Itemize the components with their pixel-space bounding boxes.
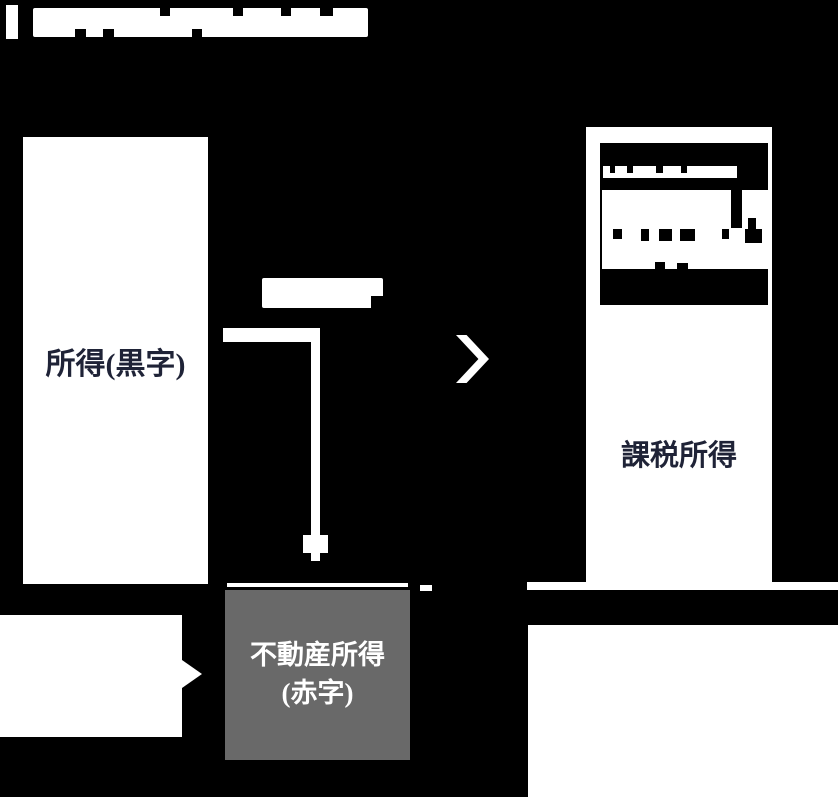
text-gap-notch	[731, 190, 742, 228]
text-gap-notch	[613, 229, 622, 239]
loss-box-label-line2: (赤字)	[281, 678, 354, 708]
text-gap-notch	[627, 166, 633, 173]
offset-arrow-vertical	[311, 328, 320, 546]
text-gap-notch	[655, 262, 665, 269]
loss-box-top-line	[227, 583, 408, 587]
title-accent-bar	[6, 5, 18, 39]
text-gap-notch	[160, 8, 170, 16]
result-box: 課税所得	[586, 127, 772, 582]
text-gap-notch	[659, 229, 672, 241]
result-box-label: 課税所得	[620, 440, 737, 472]
deduction-box	[600, 143, 768, 305]
offset-arrow-head	[303, 535, 328, 553]
line-fragment	[420, 585, 432, 591]
bottom-right-panel	[528, 625, 838, 797]
result-box-underline	[527, 582, 838, 590]
text-gap-notch	[75, 29, 86, 37]
text-gap-notch	[745, 229, 762, 243]
text-gap-notch	[680, 229, 695, 241]
text-gap-notch	[722, 229, 729, 239]
text-gap-notch	[656, 166, 663, 173]
text-gap-notch	[192, 29, 202, 37]
offset-label-text-blob	[262, 278, 383, 308]
income-box-label: 所得(黒字)	[45, 347, 186, 381]
text-gap-notch	[681, 166, 687, 173]
deduction-text-blob-large	[602, 190, 768, 269]
chevron-right-icon	[456, 335, 489, 383]
deduction-text-blob-small	[603, 166, 737, 178]
callout-pointer-icon	[182, 660, 202, 688]
income-box: 所得(黒字)	[23, 137, 208, 584]
text-gap-notch	[641, 229, 649, 241]
text-gap-notch	[610, 166, 615, 173]
text-gap-notch	[281, 8, 291, 16]
text-gap-notch	[371, 296, 383, 308]
loss-box-label-line1: 不動産所得	[250, 640, 385, 671]
offset-arrow-head-tip	[311, 553, 320, 561]
callout-bubble	[0, 615, 182, 737]
loss-box: 不動産所得 (赤字)	[225, 590, 410, 760]
text-gap-notch	[233, 8, 243, 16]
text-gap-notch	[677, 263, 688, 269]
offset-arrow-horizontal	[223, 328, 320, 342]
text-gap-notch	[320, 8, 333, 16]
text-gap-notch	[748, 218, 756, 236]
title-text-blob	[33, 8, 368, 37]
text-gap-notch	[103, 29, 114, 37]
